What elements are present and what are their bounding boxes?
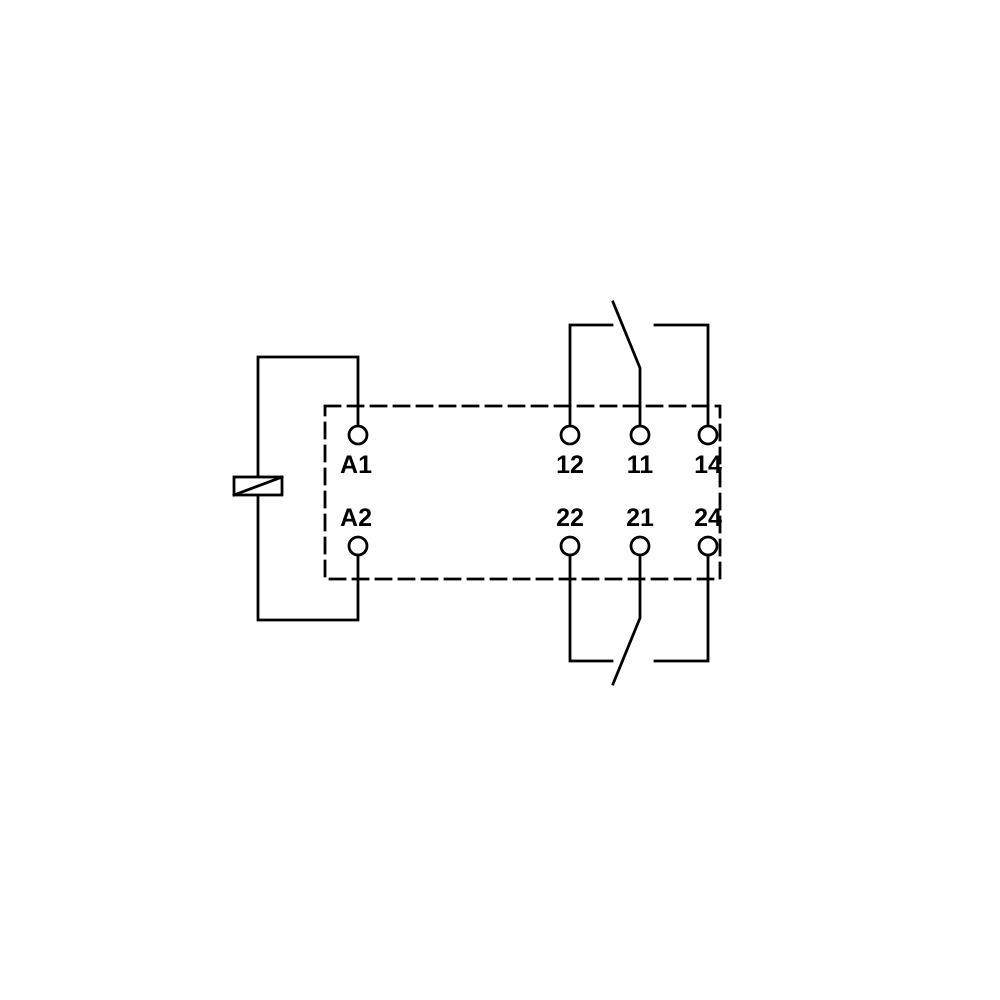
coil-symbol: [232, 475, 284, 497]
terminal-a2: [347, 535, 369, 557]
terminal-22: [559, 535, 581, 557]
no-contact-wire-bottom: [653, 553, 710, 663]
terminal-24-label: 24: [694, 504, 722, 532]
terminal-22-label: 22: [556, 504, 584, 532]
relay-body-outline: [323, 404, 722, 581]
terminal-14: [697, 424, 719, 446]
terminal-11: [629, 424, 651, 446]
terminal-a1-label: A1: [340, 451, 372, 479]
terminal-a2-label: A2: [340, 504, 372, 532]
terminal-12: [559, 424, 581, 446]
common-contact-blade-bottom: [611, 553, 642, 686]
terminal-pins: [347, 424, 719, 557]
schematic-wires: [232, 300, 722, 686]
coil-symbol-slash: [232, 475, 284, 497]
terminal-a1: [347, 424, 369, 446]
terminal-24: [697, 535, 719, 557]
terminal-21: [629, 535, 651, 557]
terminal-12-label: 12: [556, 451, 584, 479]
terminal-11-label: 11: [627, 451, 654, 479]
nc-contact-wire-bottom: [568, 553, 614, 663]
terminal-labels: A1 A2 12 11 14 22 21 24: [340, 451, 722, 532]
terminal-21-label: 21: [626, 504, 654, 532]
nc-contact-wire-top: [568, 323, 614, 428]
no-contact-wire-top: [653, 323, 710, 428]
terminal-14-label: 14: [694, 451, 722, 479]
